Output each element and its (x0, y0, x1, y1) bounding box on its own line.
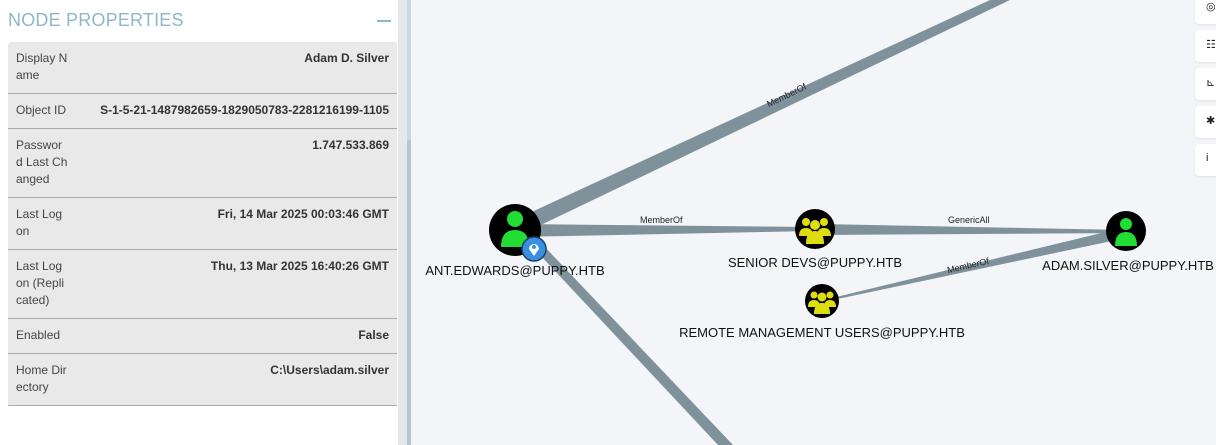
property-value: Fri, 14 Mar 2025 00:03:46 GMT (217, 207, 389, 221)
table-row: Home Directory C:\Users\adam.silver (8, 354, 397, 406)
panel-title: NODE PROPERTIES (8, 10, 184, 30)
table-row: Last Logon Fri, 14 Mar 2025 00:03:46 GMT (8, 198, 397, 250)
node-remote-management-users[interactable] (805, 284, 839, 318)
properties-table: Display Name Adam D. Silver Object ID S-1-… (8, 42, 397, 406)
table-row: Display Name Adam D. Silver (8, 42, 397, 94)
location-pin-icon (521, 236, 547, 262)
table-row: Last Logon (Replicated) Thu, 13 Mar 2025 … (8, 250, 397, 319)
property-value: Adam D. Silver (304, 51, 389, 65)
scrollbar-track-upper (407, 0, 411, 140)
graph-canvas[interactable]: MemberOf MemberOf GenericAll MemberOf AN… (410, 0, 1216, 445)
node-senior-devs[interactable] (795, 209, 835, 249)
group-icon (808, 291, 836, 314)
node-label-remote: REMOTE MANAGEMENT USERS@PUPPY.HTB (679, 325, 965, 340)
node-ant-edwards[interactable] (489, 204, 547, 262)
property-value: Thu, 13 Mar 2025 16:40:26 GMT (210, 259, 389, 273)
edge-label-remote-adam: MemberOf (946, 256, 990, 275)
user-icon (501, 211, 529, 247)
node-properties-panel: NODE PROPERTIES Display Name Adam D. Silv… (0, 0, 398, 445)
node-label-senior: SENIOR DEVS@PUPPY.HTB (728, 255, 902, 270)
property-value: S-1-5-21-1487982659-1829050783-228121619… (100, 103, 389, 117)
chart-icon[interactable]: ⊾ (1195, 68, 1216, 100)
group-icon (799, 218, 831, 244)
edge-top-memberof[interactable] (510, 0, 1010, 234)
edge-label-senior-adam: GenericAll (948, 215, 990, 225)
property-label: Password Last Changed (16, 138, 68, 186)
node-label-ant: ANT.EDWARDS@PUPPY.HTB (425, 263, 604, 278)
user-icon (1115, 218, 1137, 246)
table-row: Password Last Changed 1.747.533.869 (8, 129, 397, 198)
property-label: Enabled (16, 328, 61, 342)
property-value: 1.747.533.869 (312, 138, 389, 152)
property-label: Last Logon (16, 207, 63, 238)
edge-ant-down[interactable] (526, 240, 733, 445)
edge-remote-adam[interactable] (828, 229, 1126, 301)
property-label: Display Name (16, 51, 68, 82)
property-value: C:\Users\adam.silver (270, 363, 389, 377)
property-value: False (358, 328, 389, 342)
node-label-adam: ADAM.SILVER@PUPPY.HTB (1042, 258, 1214, 273)
property-label: Object ID (16, 103, 67, 117)
property-label: Last Logon (Replicated) (16, 259, 65, 307)
gear-icon[interactable]: ✱ (1195, 106, 1216, 138)
table-row: Enabled False (8, 319, 397, 354)
node-adam-silver[interactable] (1106, 211, 1146, 251)
edge-label-ant-senior: MemberOf (640, 215, 683, 225)
edge-senior-adam[interactable] (820, 224, 1126, 235)
target-icon[interactable]: ◎ (1195, 0, 1216, 24)
info-icon[interactable]: i (1195, 144, 1216, 176)
property-label: Home Directory (16, 363, 67, 394)
edge-ant-senior[interactable] (515, 224, 815, 237)
table-row: Object ID S-1-5-21-1487982659-1829050783-… (8, 94, 397, 129)
collapse-button[interactable] (377, 20, 391, 22)
list-icon[interactable]: ☷ (1195, 30, 1216, 62)
scrollbar-thumb[interactable] (407, 140, 411, 445)
